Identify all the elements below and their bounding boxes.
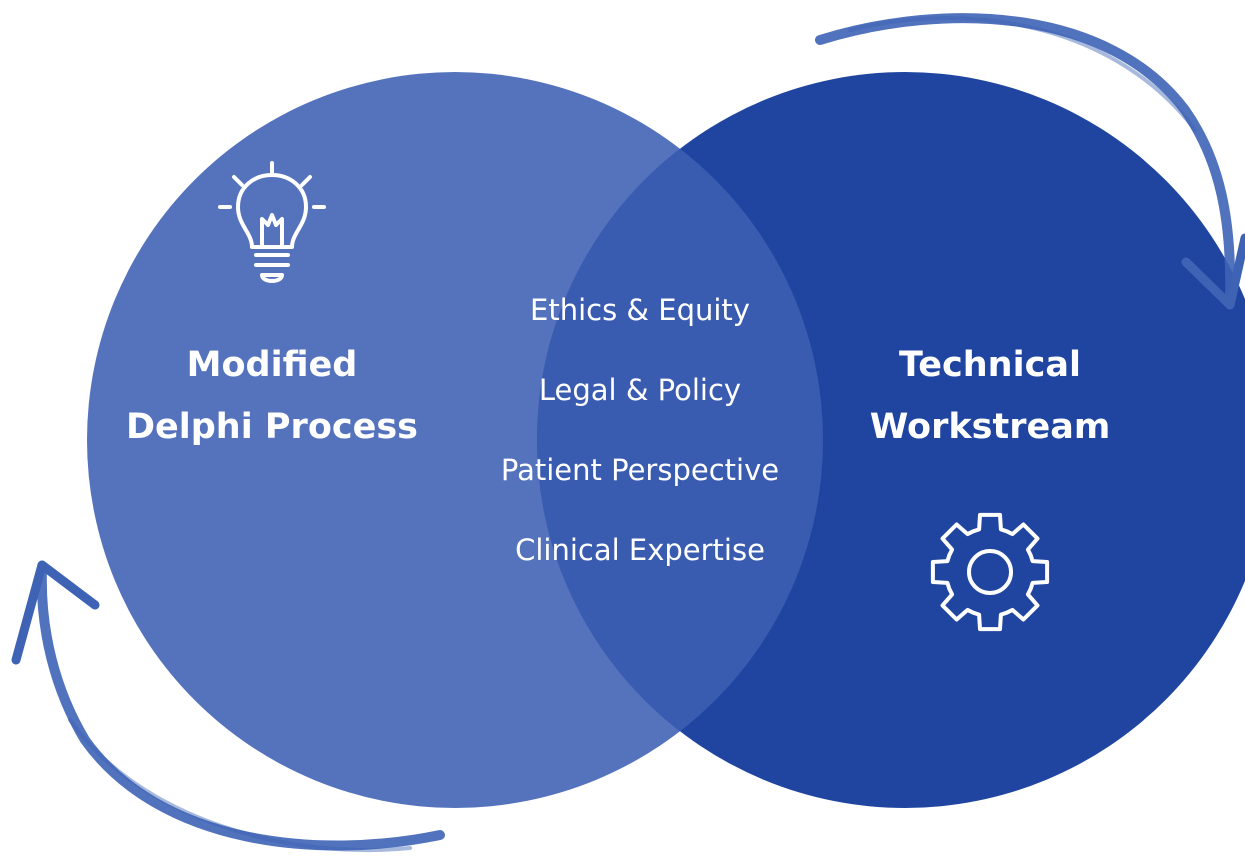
overlap-item: Clinical Expertise (515, 533, 765, 567)
right-circle-title-line1: Technical (899, 345, 1081, 385)
right-circle-title-line2: Workstream (870, 407, 1111, 447)
cycle-arrow-bottom-left (11, 560, 445, 853)
overlap-item: Ethics & Equity (530, 293, 750, 327)
lightbulb-icon (218, 161, 326, 283)
overlap-region (537, 72, 823, 808)
gear-icon (930, 512, 1050, 632)
left-circle-title-line1: Modified (187, 345, 358, 385)
left-circle-title-line2: Delphi Process (126, 407, 418, 447)
overlap-item: Legal & Policy (539, 373, 741, 407)
overlap-item: Patient Perspective (501, 453, 779, 487)
cycle-arrow-top-right (815, 13, 1245, 310)
